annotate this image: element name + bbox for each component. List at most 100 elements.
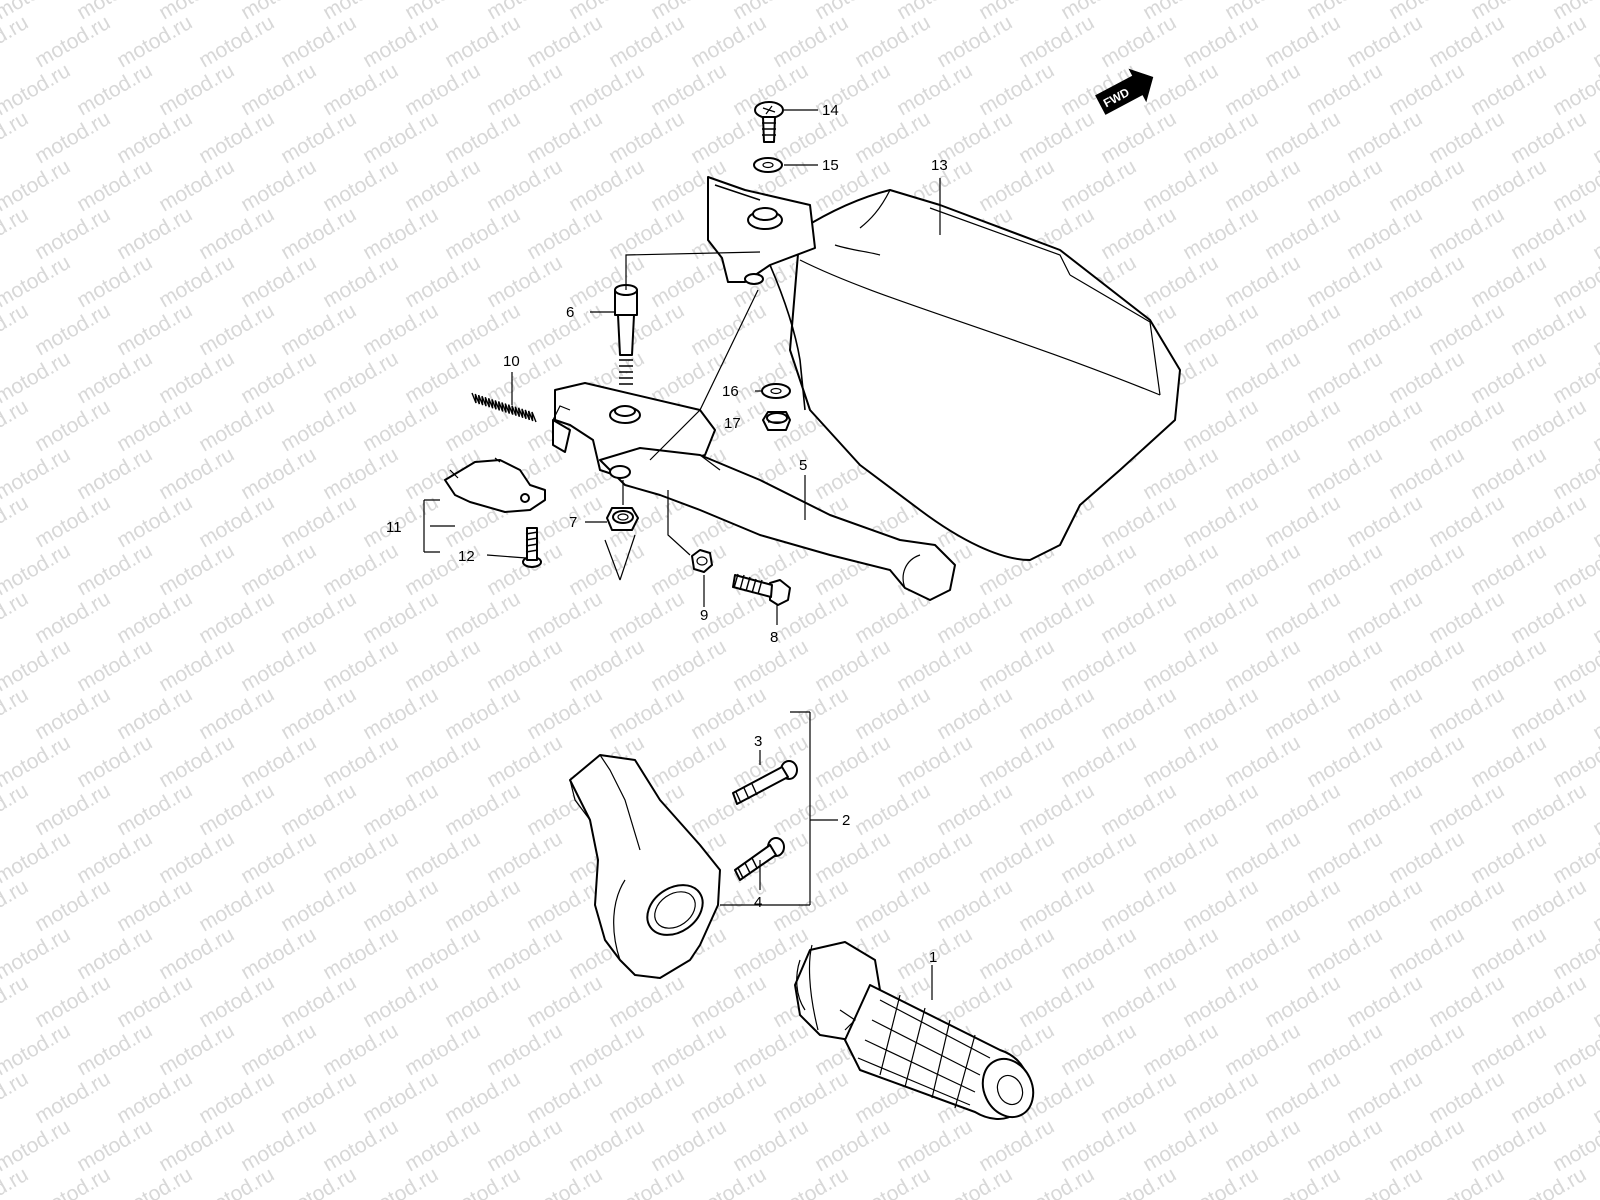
switch-screw <box>522 527 542 568</box>
watermark-text: motod.ru <box>1097 779 1180 840</box>
watermark-text: motod.ru <box>647 1019 730 1080</box>
watermark-text: motod.ru <box>483 251 566 312</box>
watermark-text: motod.ru <box>933 587 1016 648</box>
callout-13: 13 <box>931 157 948 174</box>
watermark-text: motod.ru <box>277 11 360 72</box>
watermark-text: motod.ru <box>1261 299 1344 360</box>
watermark-text: motod.ru <box>1015 587 1098 648</box>
watermark-text: motod.ru <box>31 1163 114 1200</box>
watermark-text: motod.ru <box>1139 443 1222 504</box>
watermark-text: motod.ru <box>441 203 524 264</box>
watermark-text: motod.ru <box>1343 395 1426 456</box>
watermark-text: motod.ru <box>1425 491 1508 552</box>
watermark-text: motod.ru <box>933 11 1016 72</box>
watermark-text: motod.ru <box>647 539 730 600</box>
watermark-text: motod.ru <box>113 1163 196 1200</box>
watermark-text: motod.ru <box>1385 827 1468 888</box>
watermark-text: motod.ru <box>1303 827 1386 888</box>
watermark-text: motod.ru <box>113 779 196 840</box>
watermark-text: motod.ru <box>1221 1019 1304 1080</box>
watermark-text: motod.ru <box>1097 1163 1180 1200</box>
watermark-text: motod.ru <box>523 299 606 360</box>
watermark-text: motod.ru <box>1343 299 1426 360</box>
watermark-text: motod.ru <box>483 923 566 984</box>
watermark-text: motod.ru <box>1507 491 1590 552</box>
callout-4: 4 <box>754 894 762 911</box>
watermark-text: motod.ru <box>851 779 934 840</box>
watermark-text: motod.ru <box>1589 491 1600 552</box>
watermark-text: motod.ru <box>73 1019 156 1080</box>
watermark-text: motod.ru <box>441 683 524 744</box>
watermark-text: motod.ru <box>729 1115 812 1176</box>
watermark-text: motod.ru <box>277 1163 360 1200</box>
watermark-text: motod.ru <box>1015 1163 1098 1200</box>
watermark-text: motod.ru <box>1015 683 1098 744</box>
watermark-text: motod.ru <box>1425 107 1508 168</box>
watermark-text: motod.ru <box>441 875 524 936</box>
watermark-text: motod.ru <box>0 395 32 456</box>
watermark-text: motod.ru <box>195 587 278 648</box>
watermark-text: motod.ru <box>359 971 442 1032</box>
watermark-text: motod.ru <box>1221 155 1304 216</box>
watermark-text: motod.ru <box>1057 827 1140 888</box>
watermark-text: motod.ru <box>851 11 934 72</box>
watermark-text: motod.ru <box>769 11 852 72</box>
watermark-text: motod.ru <box>605 1067 688 1128</box>
watermark-text: motod.ru <box>1507 587 1590 648</box>
watermark-text: motod.ru <box>1425 1067 1508 1128</box>
watermark-text: motod.ru <box>605 107 688 168</box>
watermark-text: motod.ru <box>565 59 648 120</box>
watermark-text: motod.ru <box>523 1067 606 1128</box>
watermark-text: motod.ru <box>155 155 238 216</box>
watermark-text: motod.ru <box>1303 59 1386 120</box>
watermark-text: motod.ru <box>1097 11 1180 72</box>
watermark-text: motod.ru <box>565 1115 648 1176</box>
watermark-text: motod.ru <box>687 971 770 1032</box>
watermark-text: motod.ru <box>155 347 238 408</box>
watermark-text: motod.ru <box>195 875 278 936</box>
watermark-text: motod.ru <box>73 347 156 408</box>
watermark-text: motod.ru <box>1179 203 1262 264</box>
watermark-text: motod.ru <box>1179 683 1262 744</box>
watermark-text: motod.ru <box>647 59 730 120</box>
watermark-text: motod.ru <box>113 971 196 1032</box>
watermark-text: motod.ru <box>113 107 196 168</box>
watermark-text: motod.ru <box>237 155 320 216</box>
watermark-text: motod.ru <box>1303 347 1386 408</box>
watermark-text: motod.ru <box>769 1163 852 1200</box>
watermark-text: motod.ru <box>1303 635 1386 696</box>
callout-6: 6 <box>566 304 574 321</box>
watermark-text: motod.ru <box>73 1115 156 1176</box>
watermark-text: motod.ru <box>1015 11 1098 72</box>
callout-9: 9 <box>700 607 708 624</box>
watermark-text: motod.ru <box>1589 779 1600 840</box>
watermark-text: motod.ru <box>359 875 442 936</box>
watermark-text: motod.ru <box>277 875 360 936</box>
watermark-text: motod.ru <box>1221 251 1304 312</box>
watermark-text: motod.ru <box>319 1115 402 1176</box>
watermark-text: motod.ru <box>1507 203 1590 264</box>
watermark-text: motod.ru <box>0 443 74 504</box>
watermark-text: motod.ru <box>319 1019 402 1080</box>
watermark-text: motod.ru <box>1589 107 1600 168</box>
watermark-text: motod.ru <box>893 827 976 888</box>
lower-washer <box>761 383 791 399</box>
watermark-text: motod.ru <box>975 731 1058 792</box>
watermark-text: motod.ru <box>155 1019 238 1080</box>
watermark-text: motod.ru <box>1015 107 1098 168</box>
watermark-text: motod.ru <box>1385 731 1468 792</box>
housing-screw-long <box>732 760 798 805</box>
watermark-text: motod.ru <box>1139 827 1222 888</box>
throttle-grip <box>794 941 1035 1120</box>
watermark-text: motod.ru <box>113 587 196 648</box>
alignment-line <box>649 289 759 461</box>
watermark-text: motod.ru <box>1467 347 1550 408</box>
watermark-text: motod.ru <box>0 1115 74 1176</box>
watermark-text: motod.ru <box>1425 203 1508 264</box>
watermark-text: motod.ru <box>359 395 442 456</box>
watermark-text: motod.ru <box>483 347 566 408</box>
watermark-text: motod.ru <box>237 1019 320 1080</box>
watermark-text: motod.ru <box>1343 11 1426 72</box>
watermark-text: motod.ru <box>1261 491 1344 552</box>
watermark-text: motod.ru <box>1507 107 1590 168</box>
